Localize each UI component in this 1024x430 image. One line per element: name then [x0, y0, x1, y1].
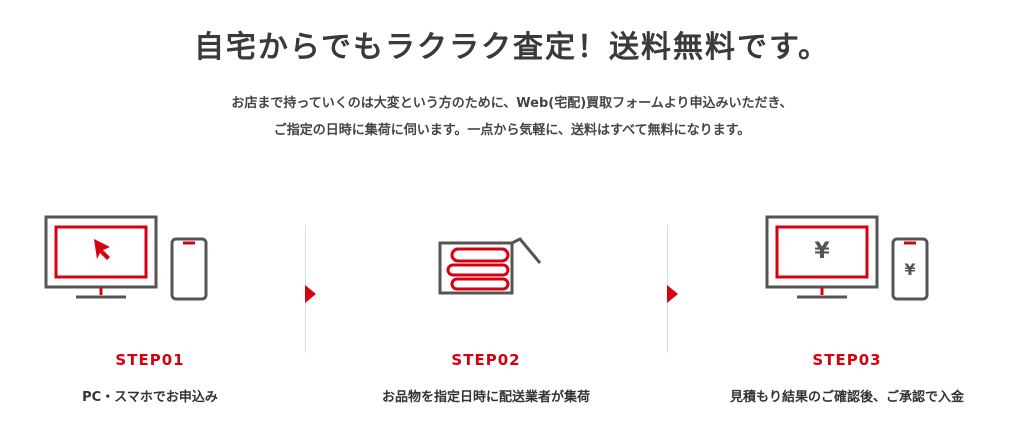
- step-01: STEP01 PC・スマホでお申込み: [0, 205, 300, 425]
- description-line-1: お店まで持っていくのは大変という方のために、Web(宅配)買取フォームより申込み…: [231, 96, 793, 111]
- step-03: ¥ ¥ STEP03 見積もり結果のご確認後、ご承認で入金: [697, 205, 997, 425]
- page-title: 自宅からでもラクラク査定！送料無料です。: [193, 30, 831, 65]
- description-line-2: ご指定の日時に集荷に伺います。一点から気軽に、送料はすべて無料になります。: [273, 123, 751, 138]
- yen-symbol-phone: ¥: [904, 260, 915, 279]
- step-caption: PC・スマホでお申込み: [82, 390, 218, 405]
- step-caption: 見積もり結果のご確認後、ご承認で入金: [729, 390, 964, 405]
- steps-section: STEP01 PC・スマホでお申込み STEP02 お品物を指定日時に配送業者が…: [0, 205, 1024, 425]
- step-arrow-icon: [305, 285, 316, 303]
- box-pickup-icon: [438, 237, 542, 295]
- step-arrow-icon: [667, 285, 678, 303]
- step-caption: お品物を指定日時に配送業者が集荷: [381, 390, 590, 405]
- step-02: STEP02 お品物を指定日時に配送業者が集荷: [336, 205, 636, 425]
- step-label: STEP02: [451, 351, 521, 369]
- pc-smartphone-cursor-icon: [44, 215, 208, 301]
- step-label: STEP03: [812, 351, 882, 369]
- step-label: STEP01: [115, 351, 185, 369]
- pc-smartphone-yen-icon: ¥ ¥: [765, 215, 929, 301]
- yen-symbol-monitor: ¥: [814, 239, 830, 264]
